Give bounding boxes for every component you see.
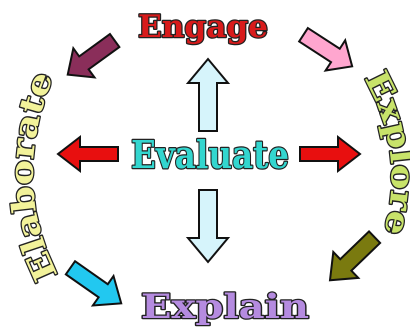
label-center-evaluate: Evaluate <box>131 132 289 177</box>
arrow-engage-to-elaborate <box>66 32 121 79</box>
label-explain: Explain <box>141 287 309 327</box>
label-elaborate: Elaborate <box>3 66 65 287</box>
label-engage: Engage <box>138 9 268 45</box>
arrow-elaborate-to-explain <box>64 259 123 307</box>
label-explore: Explore <box>357 65 410 239</box>
label-elaborate-path: Elaborate <box>2 65 67 288</box>
label-explore-path: Explore <box>356 63 410 240</box>
arrow-engage-to-explore <box>297 26 354 72</box>
arrow-explore-to-explain <box>328 229 382 282</box>
arrow-center-right <box>299 134 362 174</box>
arrow-center-down <box>185 189 231 264</box>
arrow-center-up <box>185 57 231 132</box>
arrow-center-left <box>56 134 119 174</box>
